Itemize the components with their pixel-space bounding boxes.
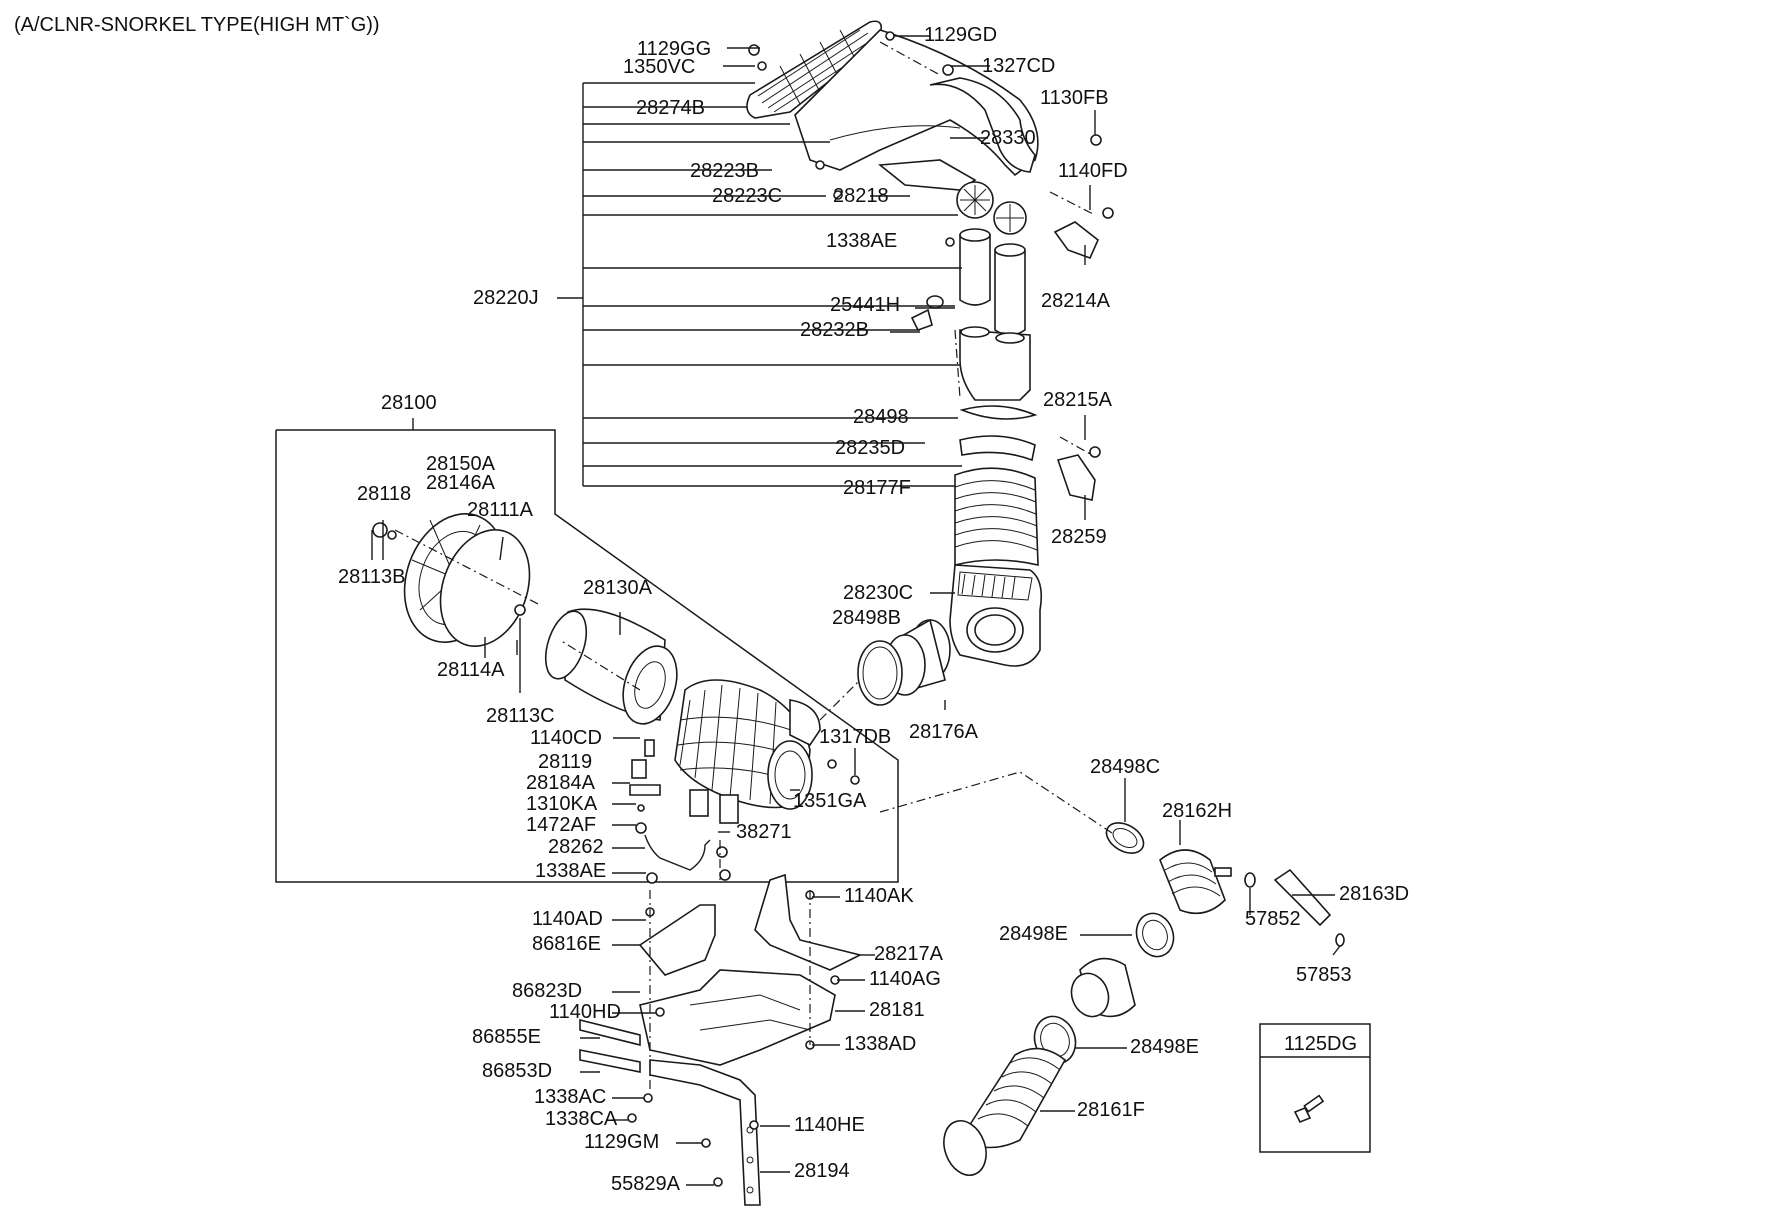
- air-cleaner-body: [674, 679, 821, 824]
- label-28215A: 28215A: [1043, 389, 1113, 411]
- label-28176A: 28176A: [909, 721, 979, 743]
- label-1140AG: 1140AG: [869, 968, 941, 990]
- label-1310KA: 1310KA: [526, 793, 598, 815]
- label-28184A: 28184A: [526, 772, 596, 794]
- label-38271: 38271: [736, 821, 792, 843]
- label-28498E-upper: 28498E: [999, 923, 1068, 945]
- label-28262: 28262: [548, 836, 604, 858]
- label-28498C: 28498C: [1090, 756, 1160, 778]
- inlet-hose-assembly: [857, 618, 951, 706]
- label-86855E: 86855E: [472, 1026, 541, 1048]
- label-1140AK: 1140AK: [844, 885, 914, 907]
- label-28118: 28118: [357, 483, 411, 505]
- part-labels: 1129GG 1350VC 28274B 1129GD 1327CD 1130F…: [338, 24, 1409, 1195]
- label-28161F: 28161F: [1077, 1099, 1145, 1121]
- label-28498E-lower: 28498E: [1130, 1036, 1199, 1058]
- label-1140HE: 1140HE: [794, 1114, 865, 1136]
- label-28498B: 28498B: [832, 607, 901, 629]
- label-28146A: 28146A: [426, 472, 496, 494]
- label-1125DG: 1125DG: [1284, 1033, 1357, 1055]
- diagram-title: (A/CLNR-SNORKEL TYPE(HIGH MT`G)): [14, 14, 380, 36]
- label-1338AE-mid: 1338AE: [535, 860, 606, 882]
- label-86816E: 86816E: [532, 933, 601, 955]
- label-57853: 57853: [1296, 964, 1352, 986]
- label-28113B: 28113B: [338, 566, 405, 588]
- label-1351GA: 1351GA: [793, 790, 867, 812]
- label-25441H: 25441H: [830, 294, 900, 316]
- label-86853D: 86853D: [482, 1060, 552, 1082]
- label-1338AE-top: 1338AE: [826, 230, 897, 252]
- label-28114A: 28114A: [437, 659, 505, 681]
- corrugated-duct: [954, 467, 1039, 567]
- label-28218: 28218: [833, 185, 889, 207]
- label-1140HD: 1140HD: [549, 1001, 621, 1023]
- twin-intake-tubes: [910, 228, 1038, 462]
- label-28230C: 28230C: [843, 582, 913, 604]
- label-28163D: 28163D: [1339, 883, 1409, 905]
- label-1472AF: 1472AF: [526, 814, 596, 836]
- label-1140CD: 1140CD: [530, 727, 602, 749]
- label-28259: 28259: [1051, 526, 1107, 548]
- label-1338CA: 1338CA: [545, 1108, 618, 1130]
- bolts-and-nuts: [627, 31, 1114, 1187]
- label-1338AD: 1338AD: [844, 1033, 916, 1055]
- part-1125DG-callout: [1259, 1023, 1371, 1153]
- label-28223C: 28223C: [712, 185, 782, 207]
- label-1140AD: 1140AD: [532, 908, 603, 930]
- side-brackets: [1053, 221, 1099, 501]
- label-28113C: 28113C: [486, 705, 555, 727]
- label-28274B: 28274B: [636, 97, 705, 119]
- label-1140FD: 1140FD: [1058, 160, 1128, 182]
- snorkel-head: [746, 20, 1039, 235]
- label-28235D: 28235D: [835, 437, 905, 459]
- leader-lines: [371, 35, 1341, 1186]
- label-55829A: 55829A: [611, 1173, 681, 1195]
- air-inlet-housing: [949, 564, 1043, 667]
- assembly-dash-lines: [394, 41, 1116, 1090]
- label-28223B: 28223B: [690, 160, 759, 182]
- label-28498: 28498: [853, 406, 909, 428]
- label-28214A: 28214A: [1041, 290, 1111, 312]
- air-cleaner-cover: [372, 513, 531, 647]
- label-28177F: 28177F: [843, 477, 911, 499]
- label-28130A: 28130A: [583, 577, 653, 599]
- label-28111A: 28111A: [467, 499, 534, 521]
- label-28119: 28119: [538, 751, 592, 773]
- label-1317DB: 1317DB: [819, 726, 891, 748]
- label-28100: 28100: [381, 392, 437, 414]
- label-1350VC: 1350VC: [623, 56, 695, 78]
- label-28220J: 28220J: [473, 287, 539, 309]
- label-28330: 28330: [980, 127, 1036, 149]
- label-28194: 28194: [794, 1160, 850, 1182]
- label-28181: 28181: [869, 999, 925, 1021]
- label-28217A: 28217A: [874, 943, 944, 965]
- bolt-icon: [1293, 1094, 1325, 1124]
- mounting-brackets: [579, 873, 863, 1206]
- label-1129GM: 1129GM: [584, 1131, 659, 1153]
- label-1338AC: 1338AC: [534, 1086, 606, 1108]
- label-28162H: 28162H: [1162, 800, 1232, 822]
- air-filter-element: [544, 608, 678, 725]
- label-57852: 57852: [1245, 908, 1301, 930]
- label-28232B: 28232B: [800, 319, 869, 341]
- label-1129GD: 1129GD: [924, 24, 997, 46]
- label-1327CD: 1327CD: [982, 55, 1055, 77]
- label-28150A: 28150A: [426, 453, 496, 475]
- lower-hose-chain: [943, 822, 1345, 1176]
- label-1130FB: 1130FB: [1040, 87, 1109, 109]
- label-1129GG: 1129GG: [637, 38, 711, 60]
- air-cleaner-group-frame: [275, 418, 899, 883]
- label-86823D: 86823D: [512, 980, 582, 1002]
